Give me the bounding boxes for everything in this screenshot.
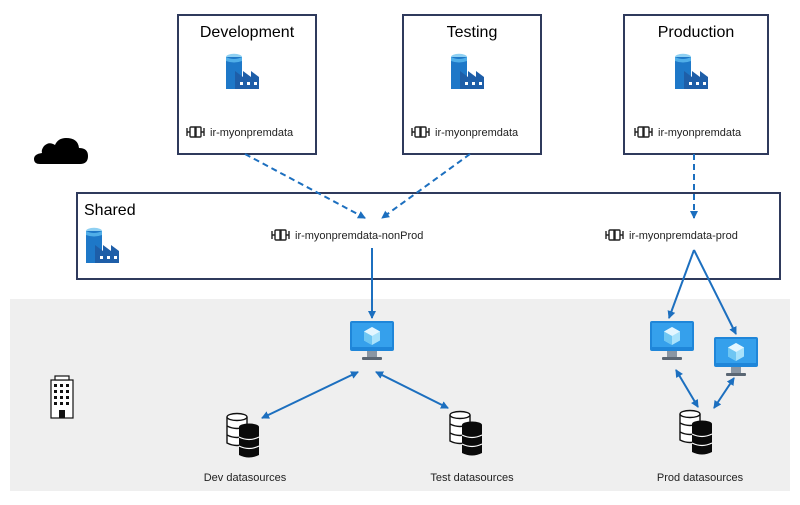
- environment-development: Development ir-myonpremdata: [177, 14, 317, 155]
- prod-to-vm2-arrow: [693, 249, 737, 335]
- shared-box: Shared ir-myonpremdata-nonProd ir-myonpr…: [76, 192, 781, 280]
- environment-title: Development: [200, 24, 295, 41]
- ir-label: ir-myonpremdata: [658, 127, 742, 139]
- self-hosted-ir-icon: [186, 126, 205, 138]
- datasource-label: Dev datasources: [204, 472, 287, 484]
- connection-arrows: [261, 248, 737, 419]
- cloud-icon: [34, 138, 88, 164]
- self-hosted-ir-icon: [411, 126, 430, 138]
- prod-to-vm1-arrow: [667, 249, 695, 319]
- ir-nonprod-label: ir-myonpremdata-nonProd: [295, 230, 423, 242]
- test-link-arrow: [381, 153, 471, 219]
- ir-label: ir-myonpremdata: [210, 127, 294, 139]
- building-icon: [50, 375, 74, 419]
- datasource-label: Test datasources: [430, 472, 514, 484]
- link-connectors: [244, 153, 698, 219]
- environment-production: Production ir-myonpremdata: [623, 14, 769, 155]
- vm2-to-prodds-arrow: [713, 377, 735, 409]
- vm-to-devds-arrow: [261, 371, 359, 419]
- vm1-to-prodds-arrow: [675, 369, 699, 408]
- environment-title: Production: [658, 24, 735, 41]
- self-hosted-ir-icon: [605, 229, 624, 241]
- environment-testing: Testing ir-myonpremdata: [402, 14, 542, 155]
- shared-title: Shared: [84, 202, 136, 219]
- vm-to-testds-arrow: [375, 371, 449, 409]
- datasource-label: Prod datasources: [657, 472, 744, 484]
- ir-prod-label: ir-myonpremdata-prod: [629, 230, 738, 242]
- environment-title: Testing: [447, 24, 498, 41]
- self-hosted-ir-icon: [634, 126, 653, 138]
- self-hosted-ir-icon: [271, 229, 290, 241]
- dev-link-arrow: [244, 153, 366, 219]
- ir-label: ir-myonpremdata: [435, 127, 519, 139]
